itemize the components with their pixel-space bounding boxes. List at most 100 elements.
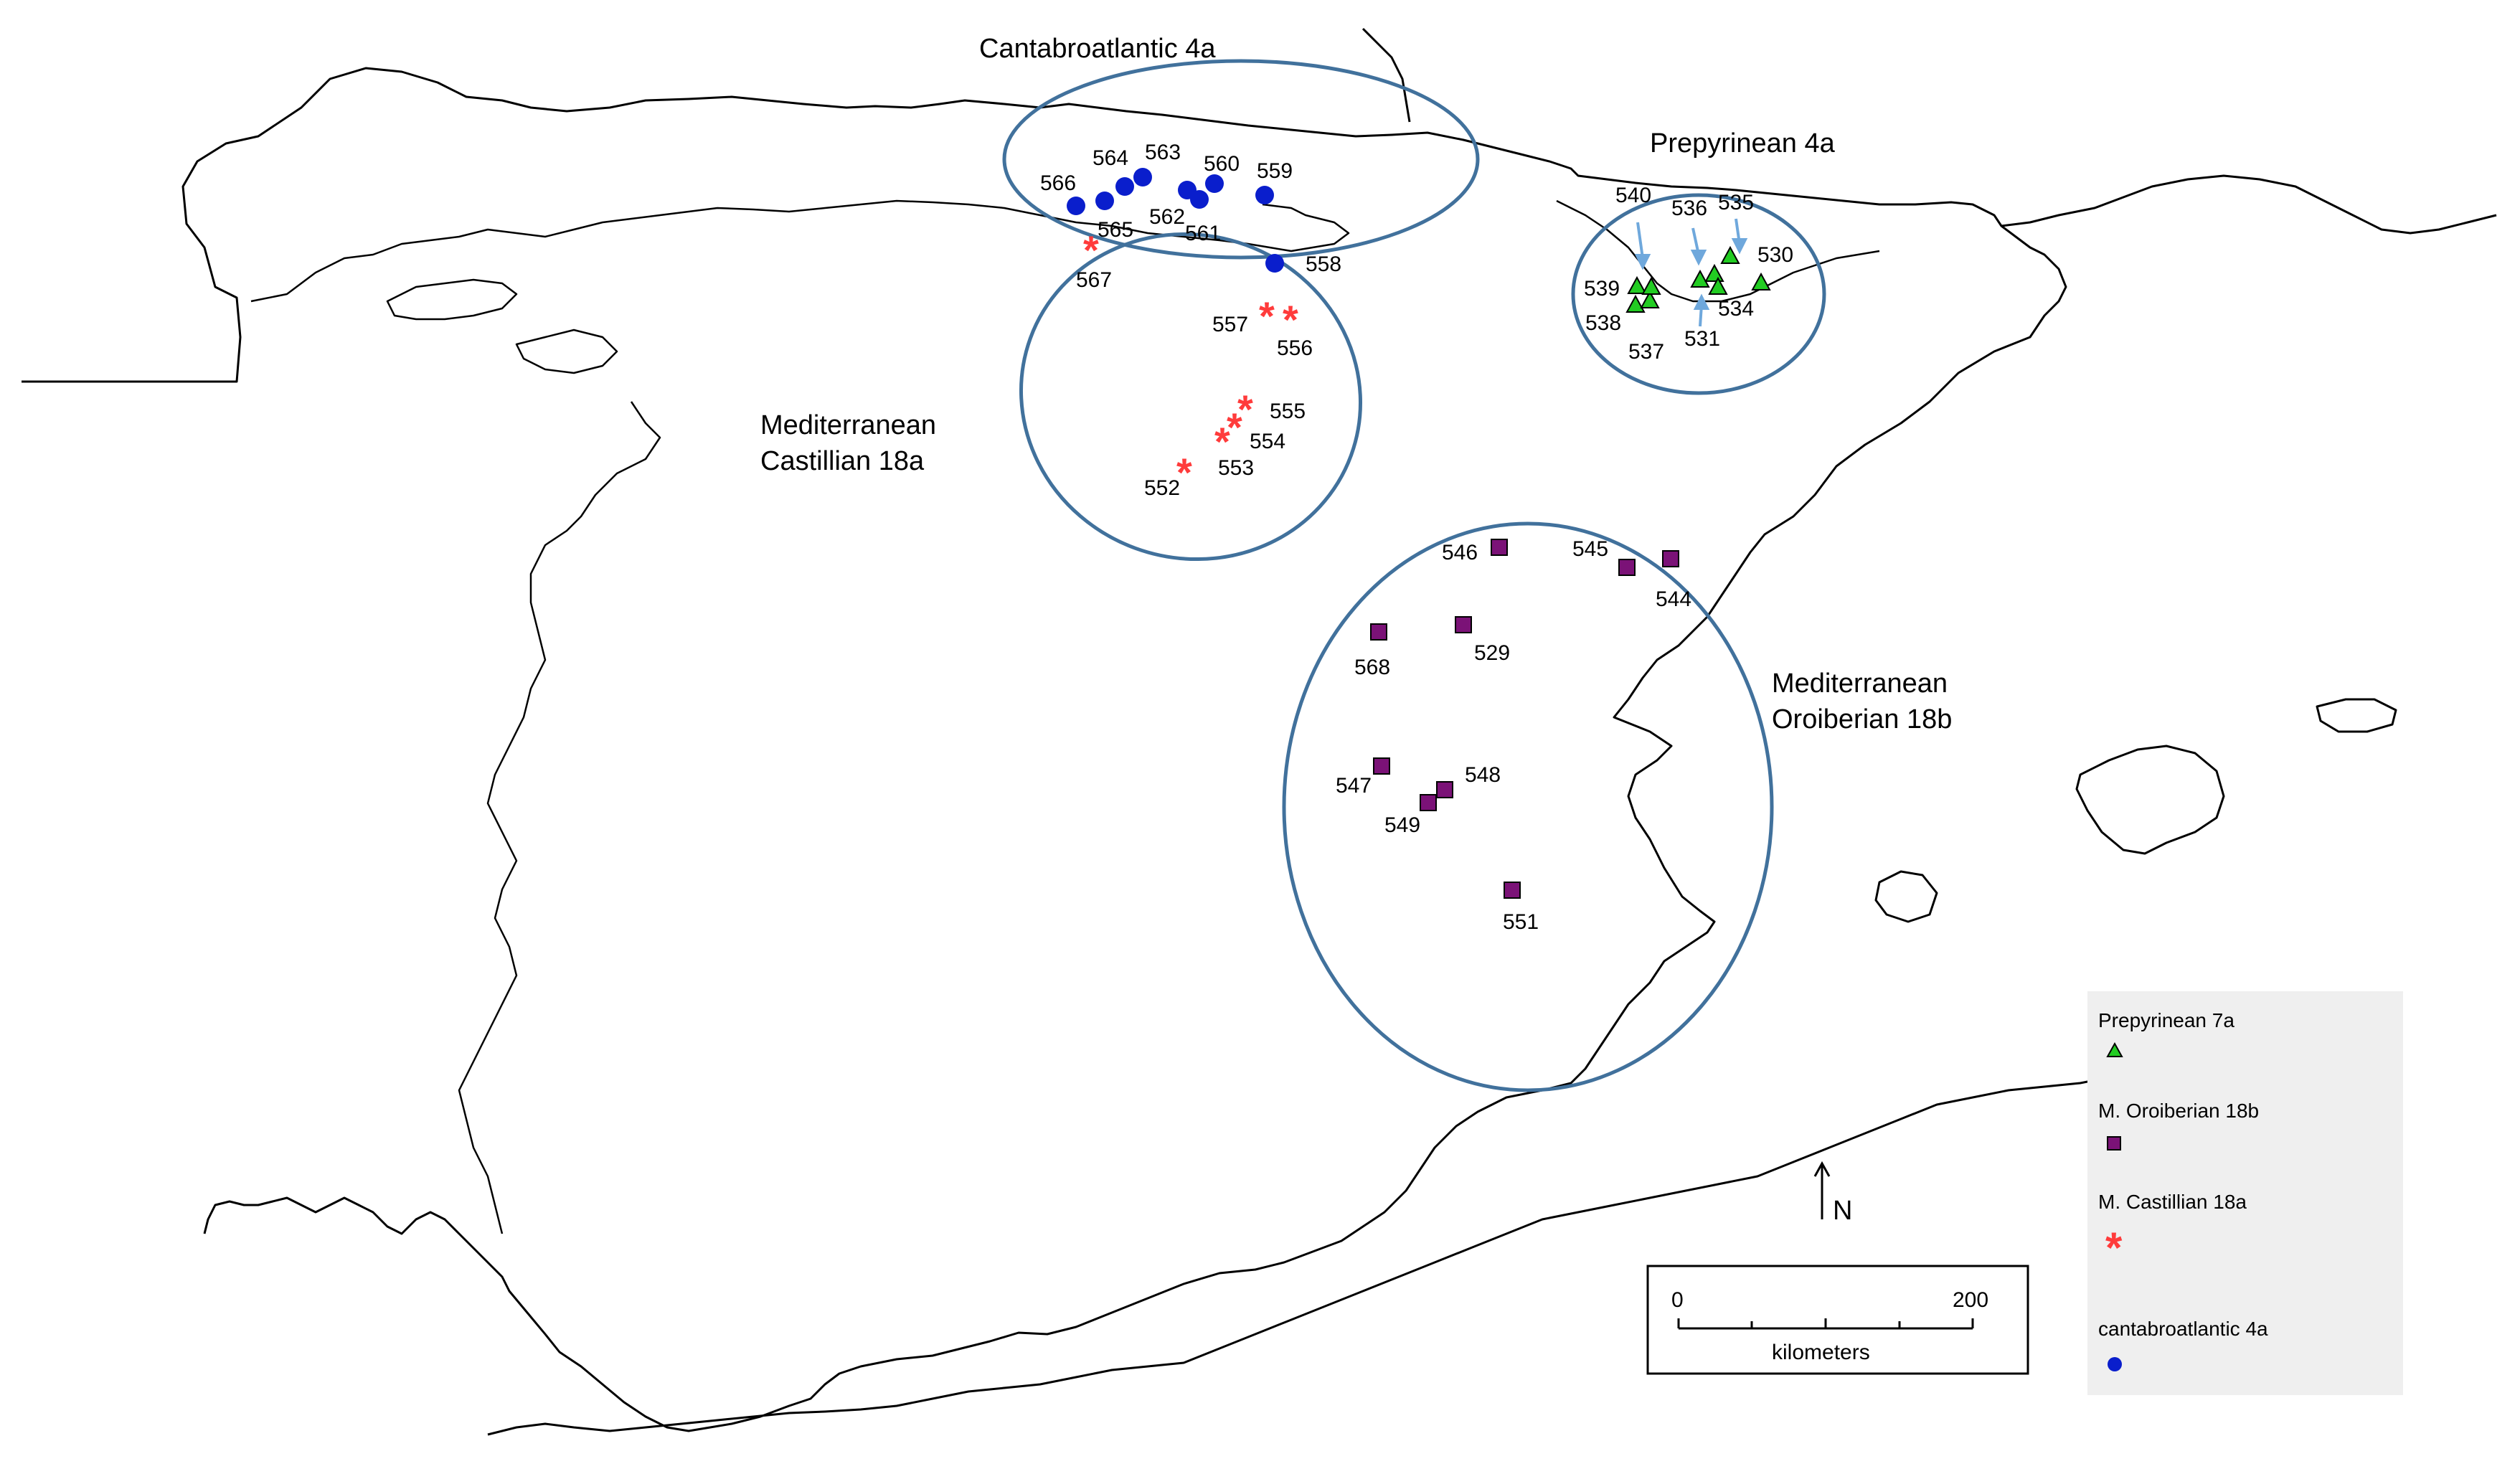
site-label-536: 536 [1671,197,1707,220]
site-labels-castillian: 567 557 556 555 554 553 552 [1076,268,1313,500]
site-label-566: 566 [1040,171,1076,195]
north-arrow: N [1813,1161,1852,1226]
ellipse-castillian [1019,232,1363,562]
gulf-lion-coast [2001,174,2497,235]
site-marker-530 [1751,272,1771,290]
site-marker-555: * [1237,387,1253,432]
site-label-563: 563 [1145,141,1181,164]
cluster-ellipses [1002,59,1826,1092]
site-marker-567: * [1083,227,1099,273]
site-label-559: 559 [1257,159,1293,183]
site-label-561: 561 [1185,222,1221,245]
site-marker-545 [1618,559,1636,576]
site-label-555: 555 [1270,400,1306,423]
scale-start-label: 0 [1671,1288,1684,1312]
pyrenees-strip [1556,199,1880,303]
site-marker-568 [1370,623,1387,641]
site-label-540: 540 [1615,184,1651,207]
site-label-534: 534 [1718,297,1754,321]
site-labels-prepyrinean: 540 536 535 530 539 538 537 531 534 [1584,184,1793,364]
site-marker-531 [1690,269,1710,288]
site-label-530: 530 [1757,243,1793,267]
site-label-544: 544 [1656,587,1691,611]
portugal-spain-border [458,401,661,1234]
site-label-560: 560 [1204,152,1240,176]
site-marker-544 [1662,550,1679,567]
site-marker-559 [1255,186,1274,204]
africa-coast [487,1046,2189,1436]
site-label-568: 568 [1354,656,1390,679]
site-marker-547 [1373,757,1390,775]
site-labels-oroiberian: 546 545 544 568 529 547 548 549 551 [1336,537,1691,934]
legend-background [2087,991,2403,1395]
site-label-538: 538 [1585,311,1621,335]
site-marker-538 [1625,294,1646,313]
site-marker-564 [1115,177,1134,196]
region-label-castillian-line2: Castillian 18a [760,446,925,476]
site-marker-537 [1640,290,1660,308]
arrow-head-535 [1731,238,1748,255]
north-interior-line [250,199,1350,303]
legend: Prepyrinean 7a M. Oroiberian 18b M. Cast… [2087,991,2403,1395]
site-label-545: 545 [1572,537,1608,561]
iberia-coast [22,67,2067,1432]
site-marker-565 [1095,192,1114,210]
scale-unit-label: kilometers [1772,1341,1870,1364]
site-label-547: 547 [1336,774,1372,798]
site-label-529: 529 [1474,641,1510,665]
site-label-546: 546 [1442,541,1478,564]
site-label-531: 531 [1684,327,1720,351]
site-marker-556: * [1283,297,1298,342]
site-label-535: 535 [1718,191,1754,214]
site-marker-536 [1704,263,1724,282]
site-marker-539 [1627,275,1647,294]
region-label-castillian-line1: Mediterranean [760,410,936,440]
site-marker-563 [1133,168,1152,186]
legend-label-prepyrinean: Prepyrinean 7a [2098,1009,2235,1031]
site-marker-540 [1641,276,1661,295]
coastline [22,27,2497,1436]
ellipse-prepyrinean [1571,193,1826,395]
site-label-557: 557 [1212,313,1248,336]
arrow-head-540 [1634,254,1651,270]
site-marker-566 [1067,197,1085,215]
site-marker-551 [1504,882,1521,899]
site-marker-546 [1491,539,1508,556]
prepyrinean-arrows [1634,218,1748,327]
sites-oroiberian [1370,539,1679,899]
site-label-556: 556 [1277,336,1313,360]
menorca-island [2316,698,2397,733]
site-marker-534 [1708,276,1728,295]
legend-label-oroiberian: M. Oroiberian 18b [2098,1100,2259,1122]
region-labels: Cantabroatlantic 4a Prepyrinean 4a Medit… [760,34,1952,734]
scale-bar-frame [1646,1265,2029,1375]
legend-label-cantabroatlantic: cantabroatlantic 4a [2098,1318,2268,1340]
north-arrow-label: N [1833,1196,1852,1226]
sites-castillian: * * * * * * * [1083,227,1298,495]
arrow-head-536 [1690,250,1707,266]
north-arrow-head [1813,1161,1831,1177]
legend-label-castillian: M. Castillian 18a [2098,1191,2247,1213]
mallorca-island [2075,745,2225,855]
legend-symbol-oroiberian [2107,1136,2121,1151]
site-marker-529 [1455,616,1472,633]
region-label-oroiberian-line1: Mediterranean [1772,669,1948,699]
region-label-cantabroatlantic: Cantabroatlantic 4a [979,34,1216,64]
site-label-549: 549 [1384,813,1420,837]
site-marker-558 [1265,254,1284,273]
site-marker-561 [1190,190,1209,209]
ellipse-cantabroatlantic [1002,59,1480,260]
scale-end-label: 200 [1953,1288,1988,1312]
legend-symbol-prepyrinean [2106,1041,2123,1057]
france-coast [1362,27,1411,123]
arrow-head-531 [1693,293,1710,310]
site-label-551: 551 [1503,910,1539,934]
site-label-554: 554 [1250,430,1285,453]
interior-blob-west [386,278,518,321]
legend-symbol-castillian: * [2105,1224,2123,1272]
site-label-539: 539 [1584,277,1620,301]
region-label-prepyrinean: Prepyrinean 4a [1650,128,1836,159]
site-label-564: 564 [1093,146,1128,170]
interior-blob-mid [515,329,618,374]
